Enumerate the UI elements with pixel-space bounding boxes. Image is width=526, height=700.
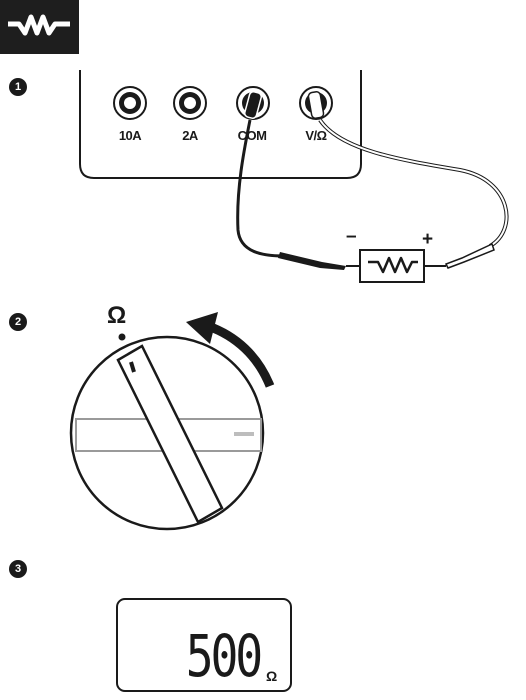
- black-test-lead: [236, 119, 285, 258]
- step-number-3: 3: [9, 560, 27, 578]
- jack-2a: [173, 86, 207, 120]
- lcd-display-frame: [116, 598, 292, 692]
- step-number-1: 1: [9, 78, 27, 96]
- rotary-dial-illustration: [69, 312, 275, 531]
- black-probe: [278, 252, 346, 270]
- red-probe: [444, 242, 495, 269]
- jack-label-com: COM: [237, 128, 267, 143]
- jack-v-ohm: [299, 86, 333, 120]
- jack-label-10a: 10A: [118, 128, 142, 143]
- lcd-reading-unit: Ω: [266, 668, 278, 684]
- negative-polarity-label: –: [346, 226, 357, 247]
- header-badge: [0, 0, 79, 54]
- ohm-range-label: Ω: [107, 302, 127, 329]
- step-number-2: 2: [9, 313, 27, 331]
- resistor-symbol: [346, 249, 446, 283]
- dial-knob-pointer: [116, 344, 224, 524]
- multimeter-body: [79, 70, 362, 179]
- jack-com: [236, 86, 270, 120]
- step-1-illustration: [79, 70, 509, 283]
- lcd-display-illustration: [116, 598, 292, 692]
- rotation-arrow-icon: [206, 321, 275, 388]
- resistor-logo-icon: [8, 14, 70, 36]
- jack-label-2a: 2A: [182, 128, 198, 143]
- jack-10a: [113, 86, 147, 120]
- positive-polarity-label: +: [422, 229, 434, 250]
- lcd-reading-value: 500: [185, 622, 263, 690]
- jack-label-v-ohm: V/Ω: [305, 128, 327, 143]
- ohm-indicator-dot: [118, 333, 126, 341]
